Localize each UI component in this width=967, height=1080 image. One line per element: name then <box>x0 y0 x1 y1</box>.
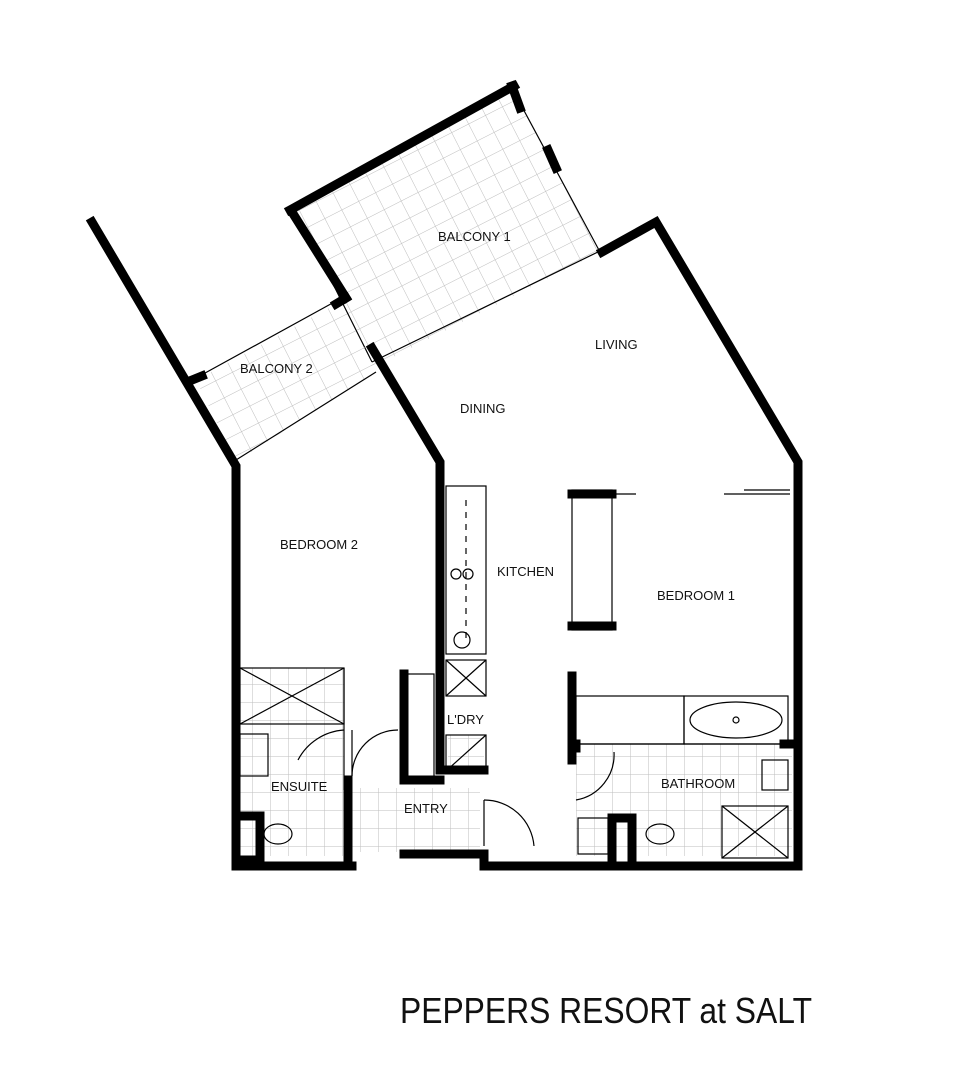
ensuite-label: ENSUITE <box>271 779 328 794</box>
entry-tiles <box>352 788 480 852</box>
bedroom-2-label: BEDROOM 2 <box>280 537 358 552</box>
balcony-2-label: BALCONY 2 <box>240 361 313 376</box>
balcony-1 <box>283 79 603 368</box>
balcony-2 <box>195 299 378 462</box>
dining-label: DINING <box>460 401 506 416</box>
living-label: LIVING <box>595 337 638 352</box>
kitchen-label: KITCHEN <box>497 564 554 579</box>
balcony-1-label: BALCONY 1 <box>438 229 511 244</box>
bedroom-1-label: BEDROOM 1 <box>657 588 735 603</box>
resort-title: PEPPERS RESORT at SALT <box>400 990 812 1031</box>
entry-label: ENTRY <box>404 801 448 816</box>
bathroom-label: BATHROOM <box>661 776 735 791</box>
laundry-label: L'DRY <box>447 712 484 727</box>
partitions <box>239 485 790 859</box>
